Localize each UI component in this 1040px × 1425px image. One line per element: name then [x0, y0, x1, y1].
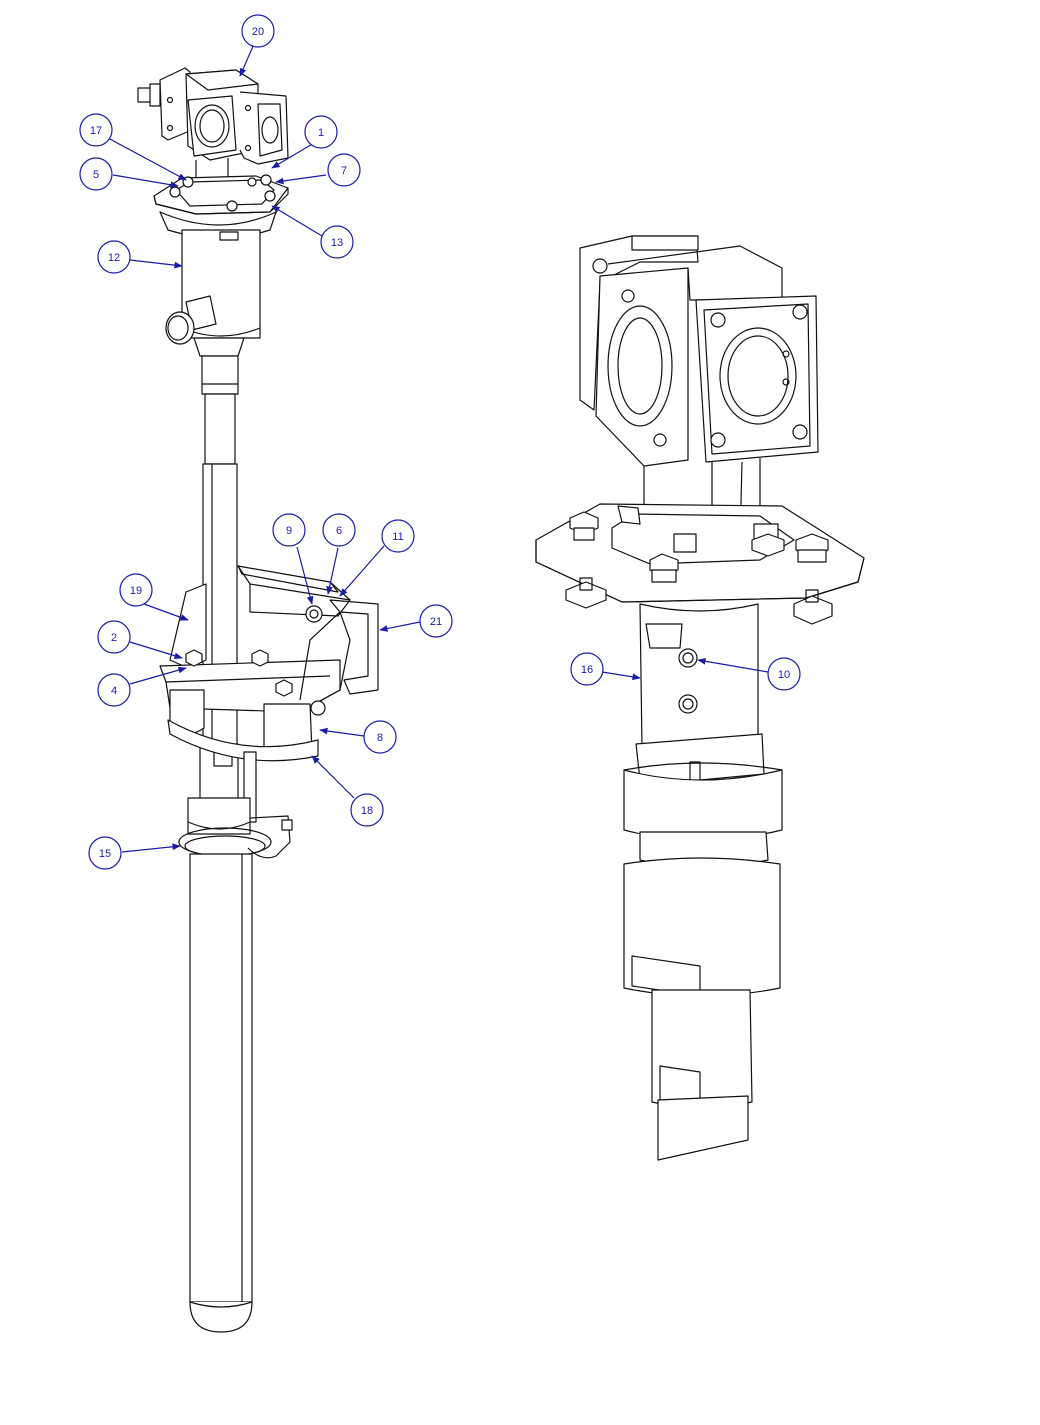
- balloon-label-18: 18: [361, 805, 373, 817]
- balloon-label-20: 20: [252, 26, 264, 38]
- item-balloons: 20 17 1 5 7 13 12 9: [79, 14, 801, 870]
- balloon-5: 5: [79, 157, 113, 191]
- balloon-20: 20: [241, 14, 275, 48]
- balloon-6: 6: [322, 513, 356, 547]
- balloon-label-2: 2: [111, 632, 117, 644]
- balloon-label-13: 13: [331, 237, 343, 249]
- balloon-10: 10: [767, 657, 801, 691]
- callout-leaders: [107, 43, 769, 853]
- flange-plate-detail: [535, 503, 865, 625]
- hex-nuts-detail: [565, 505, 833, 625]
- balloon-label-8: 8: [377, 732, 383, 744]
- balloon-label-9: 9: [286, 525, 292, 537]
- balloon-2: 2: [97, 620, 131, 654]
- balloon-label-15: 15: [99, 848, 111, 860]
- balloon-21: 21: [419, 604, 453, 638]
- gearbox-detail: [579, 235, 819, 549]
- balloon-label-21: 21: [430, 616, 442, 628]
- balloon-label-17: 17: [90, 125, 102, 137]
- balloon-label-1: 1: [318, 127, 324, 139]
- balloon-label-7: 7: [341, 165, 347, 177]
- balloon-7: 7: [327, 153, 361, 187]
- balloon-label-6: 6: [336, 525, 342, 537]
- balloon-label-10: 10: [778, 669, 790, 681]
- balloon-8: 8: [363, 720, 397, 754]
- balloon-label-11: 11: [392, 531, 403, 543]
- balloon-label-16: 16: [581, 664, 593, 676]
- balloon-18: 18: [350, 793, 384, 827]
- balloon-12: 12: [97, 240, 131, 274]
- mounting-plate-top: [153, 174, 289, 215]
- balloon-label-12: 12: [108, 252, 120, 264]
- wall-bracket-assembly: [159, 565, 379, 762]
- balloon-4: 4: [97, 673, 131, 707]
- balloon-15: 15: [88, 836, 122, 870]
- balloon-label-19: 19: [130, 585, 142, 597]
- pump-assembly-full-view: [137, 67, 379, 1333]
- balloon-label-4: 4: [111, 685, 117, 697]
- balloon-16: 16: [570, 652, 604, 686]
- balloon-17: 17: [79, 113, 113, 147]
- pump-head-detail-view: [535, 235, 865, 1161]
- balloon-1: 1: [304, 115, 338, 149]
- upper-housing: [159, 211, 277, 357]
- pump-tube: [189, 853, 253, 1333]
- balloon-19: 19: [119, 573, 153, 607]
- balloon-13: 13: [320, 225, 354, 259]
- gearbox-top: [137, 67, 289, 188]
- balloon-11: 11: [381, 519, 415, 553]
- housing-detail: [623, 603, 783, 1161]
- balloon-label-5: 5: [93, 169, 99, 181]
- balloon-9: 9: [272, 513, 306, 547]
